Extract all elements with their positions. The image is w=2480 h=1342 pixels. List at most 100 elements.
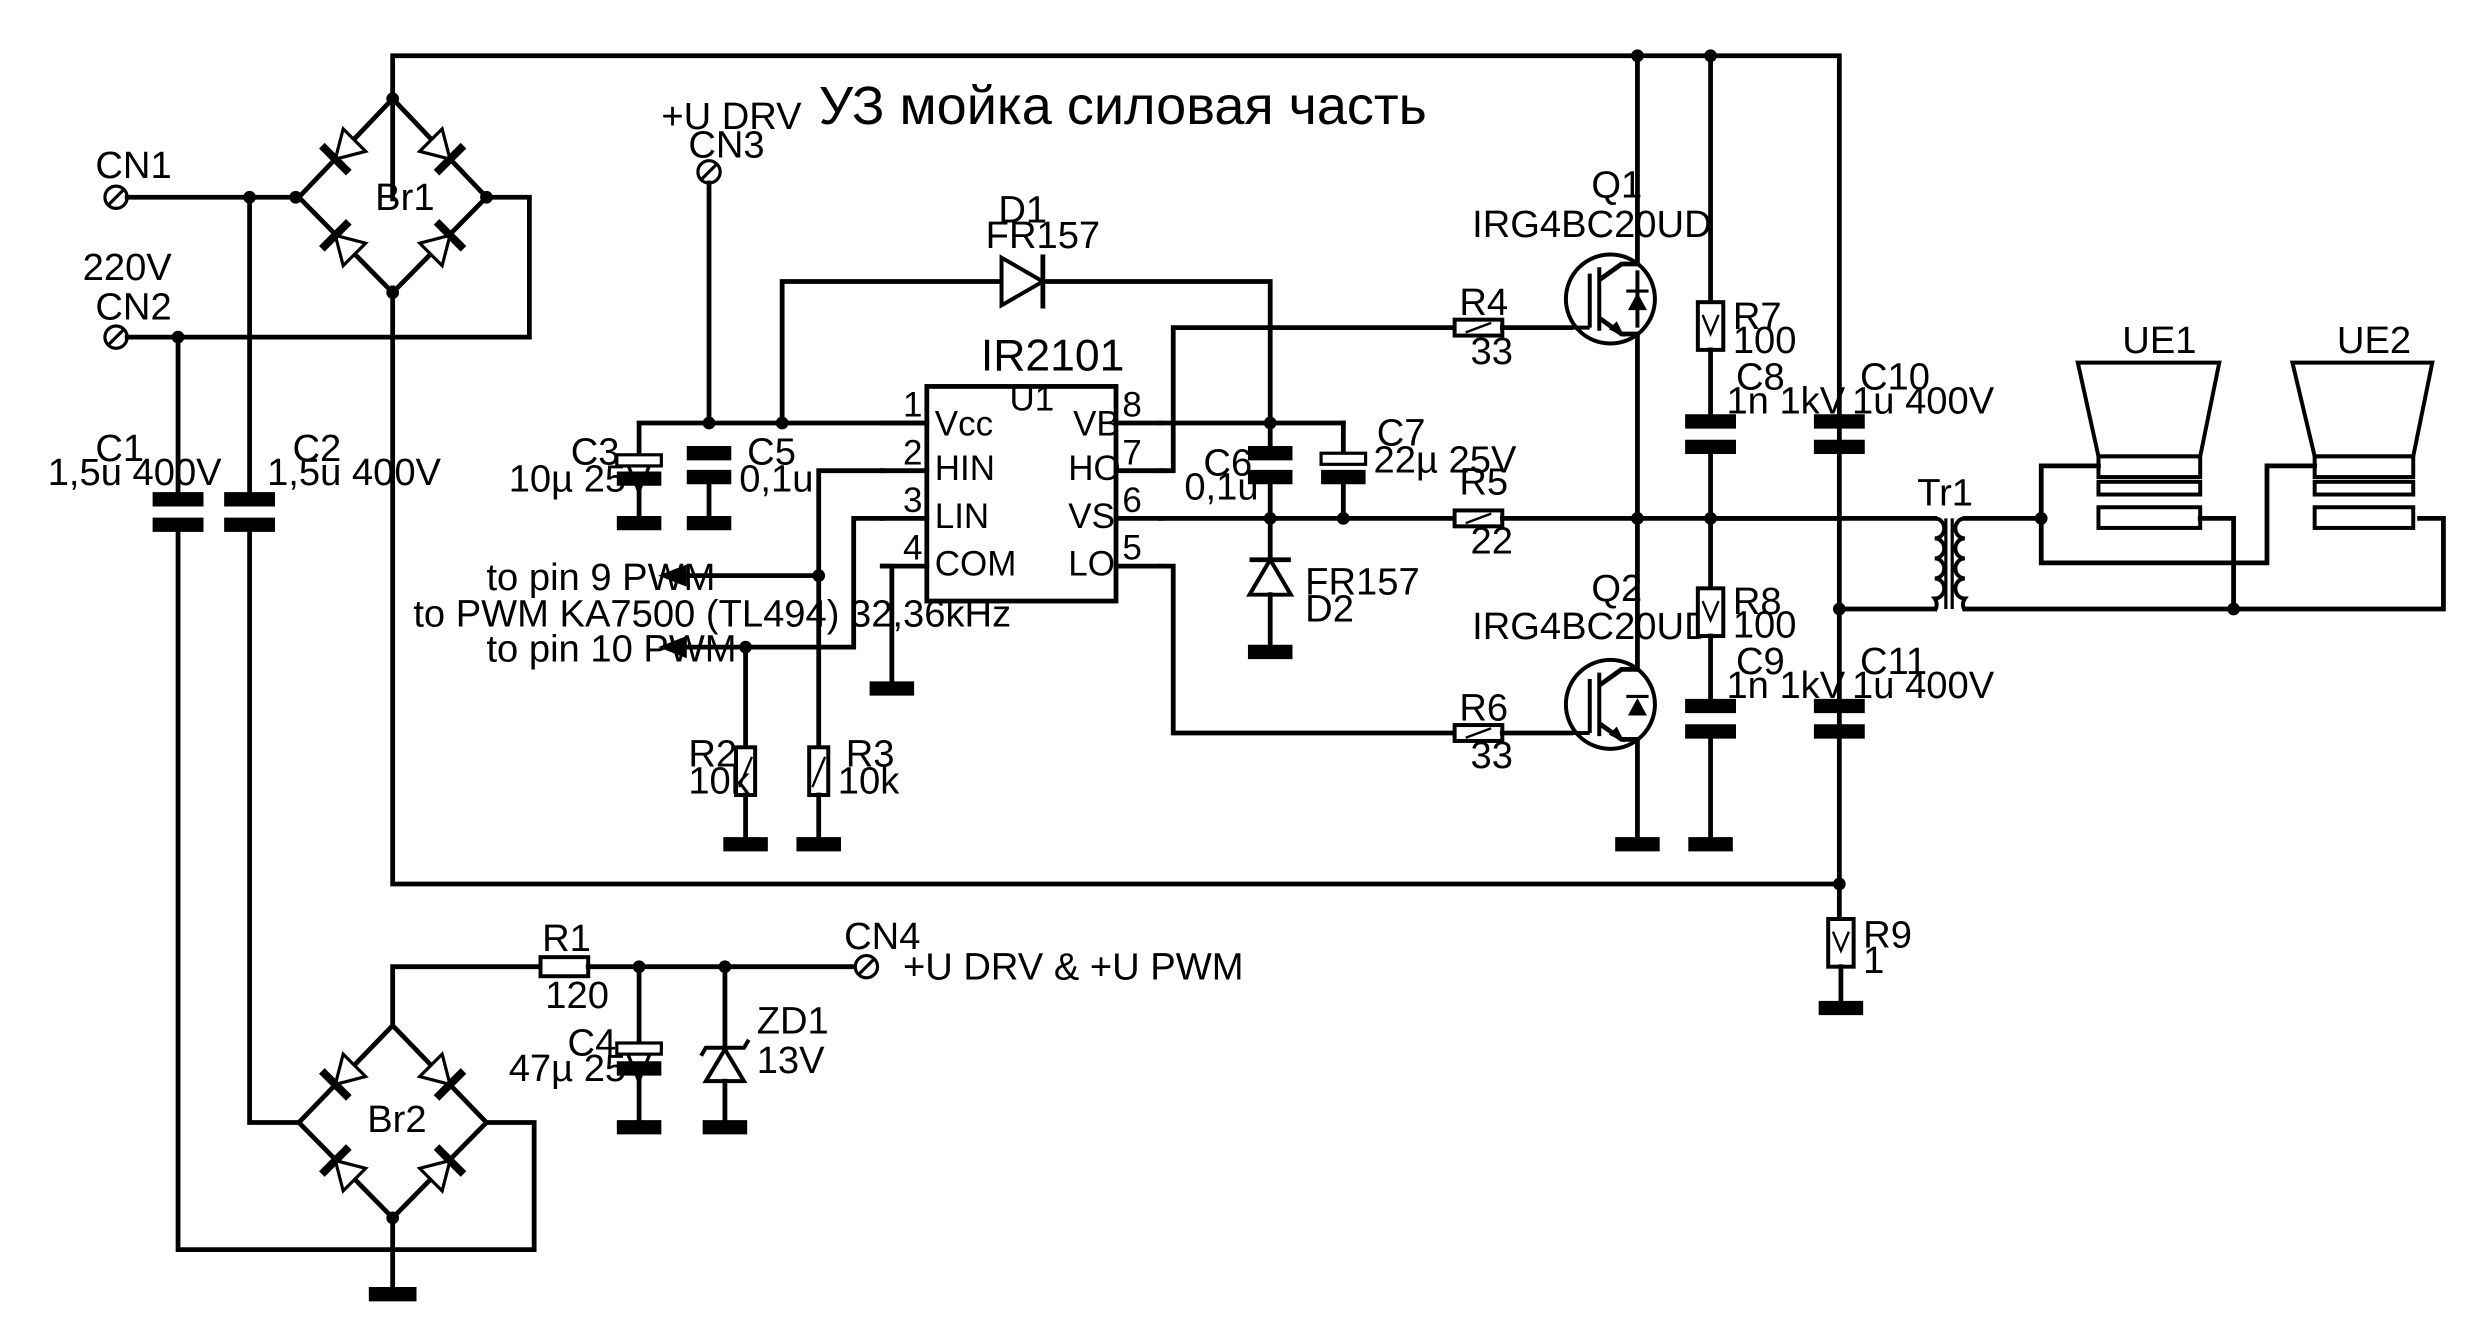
cn2-label: CN2 — [95, 286, 171, 329]
cn1-label: CN1 — [95, 144, 171, 187]
diagram-title: УЗ мойка силовая часть — [819, 76, 1427, 136]
c5-value: 0,1u — [739, 457, 813, 500]
c7-value: 22µ 25V — [1374, 438, 1517, 481]
r5-ref: R5 — [1459, 461, 1508, 504]
c8-value: 1n 1kV — [1726, 379, 1845, 422]
ue1-transducer-icon — [2034, 360, 2236, 566]
ic-pin6-name: VS — [1068, 497, 1115, 536]
br2-diode-icon — [319, 1051, 369, 1101]
bridge-br2 — [295, 953, 880, 1302]
r9-value: 1 — [1863, 939, 1884, 982]
q1-value: IRG4BC20UD — [1472, 203, 1712, 246]
q1-igbt-icon — [1563, 55, 1657, 519]
power-rails — [390, 49, 1846, 922]
d1-ref: D1 — [998, 189, 1047, 232]
d2-ref: D2 — [1305, 588, 1354, 631]
ic-pin1-num: 1 — [903, 386, 922, 425]
pwm-controller-label: to PWM KA7500 (TL494) 32,36kHz — [413, 592, 1011, 635]
c8-ref: C8 — [1736, 356, 1785, 399]
br1-diode-icon — [416, 125, 467, 176]
q2-ref: Q2 — [1591, 567, 1642, 610]
pwm-pin9-label: to pin 9 PWM — [486, 556, 715, 599]
br1-diode-icon — [319, 125, 369, 176]
d1-value: FR157 — [986, 214, 1100, 257]
r1-value: 120 — [545, 974, 609, 1017]
c2-ref: C2 — [293, 427, 342, 470]
cn3-label: CN3 — [688, 124, 764, 167]
ic-pin5-num: 5 — [1122, 529, 1141, 568]
ic-pin6-num: 6 — [1122, 481, 1141, 520]
c9-value: 1n 1kV — [1726, 664, 1845, 707]
c6-ref: C6 — [1203, 441, 1252, 484]
r8-ref: R8 — [1733, 580, 1782, 623]
ic-pin3-name: LIN — [935, 497, 989, 536]
r8-resistor-icon — [1695, 586, 1726, 639]
r8-value: 100 — [1733, 604, 1797, 647]
c3-ref: C3 — [571, 430, 620, 473]
br1-diode-icon — [416, 218, 467, 269]
c5-ref: C5 — [747, 430, 796, 473]
r4-ref: R4 — [1459, 281, 1508, 324]
pwm-inputs — [658, 468, 915, 852]
r7-ref: R7 — [1733, 295, 1782, 338]
ue1-label: UE1 — [2122, 319, 2196, 362]
ic-pin1-name: Vcc — [935, 405, 993, 444]
r5-value: 22 — [1471, 519, 1513, 562]
r3-ref: R3 — [846, 732, 895, 775]
q1-ref: Q1 — [1591, 163, 1642, 206]
br2-diode-icon — [416, 1051, 467, 1101]
ic-pin5-name: LO — [1068, 545, 1115, 584]
br2-diode-icon — [319, 1144, 369, 1194]
ic-pin8-num: 8 — [1122, 386, 1141, 425]
ic-name: IR2101 — [981, 332, 1125, 381]
zd1-zener-icon — [699, 1038, 751, 1084]
c10-ref: C10 — [1860, 356, 1930, 399]
bootstrap-section — [1158, 317, 1640, 743]
r3-value: 10k — [838, 759, 900, 802]
ic-pin2-num: 2 — [903, 433, 922, 472]
ic-ref: U1 — [1009, 379, 1054, 418]
c4-value: 47µ 25V — [509, 1047, 652, 1090]
r4-value: 33 — [1471, 330, 1513, 373]
ue2-label: UE2 — [2337, 319, 2411, 362]
c1-value: 1,5u 400V — [48, 451, 222, 494]
r9-ref: R9 — [1863, 914, 1912, 957]
ic-pin7-num: 7 — [1122, 433, 1141, 472]
ic-pin4-name: COM — [935, 545, 1017, 584]
c7-ref: C7 — [1377, 411, 1426, 454]
ic-pin3-num: 3 — [903, 481, 922, 520]
mains-input: CN1 220V CN2 — [83, 144, 537, 1253]
r7-resistor-icon — [1695, 300, 1726, 352]
c3-capacitor-icon — [615, 453, 663, 468]
c1-ref: C1 — [95, 427, 144, 470]
output-stage — [1631, 53, 1865, 1016]
ic-pin8-name: VB — [1073, 405, 1120, 444]
d2-value: FR157 — [1305, 561, 1419, 604]
r6-value: 33 — [1471, 734, 1513, 777]
tr1-label: Tr1 — [1917, 472, 1973, 515]
br2-label: Br2 — [367, 1098, 426, 1141]
zd1-value: 13V — [757, 1039, 825, 1082]
cn4-net-label: +U DRV & +U PWM — [903, 945, 1244, 988]
c3-value: 10µ 25V — [509, 457, 652, 500]
pwm-pin10-label: to pin 10 PWM — [486, 627, 736, 670]
c2-value: 1,5u 400V — [267, 451, 441, 494]
d1-diode-icon — [999, 254, 1047, 309]
c7-capacitor-icon — [1319, 451, 1368, 466]
ic-pin4-num: 4 — [903, 529, 922, 568]
q2-value: IRG4BC20UD — [1472, 605, 1712, 648]
r7-value: 100 — [1733, 319, 1797, 362]
c6-value: 0,1u — [1184, 465, 1258, 508]
c4-ref: C4 — [568, 1022, 617, 1065]
ue2-transducer-icon — [2227, 360, 2435, 616]
r9-resistor-icon — [1826, 917, 1856, 969]
br1-label: Br1 — [375, 176, 434, 219]
q2-igbt-icon — [1563, 518, 1660, 852]
pwm-pin10-arrow-icon — [658, 636, 687, 659]
r1-ref: R1 — [542, 917, 591, 960]
cn4-label: CN4 — [844, 915, 920, 958]
zd1-ref: ZD1 — [757, 999, 829, 1042]
cn3-net-label: +U DRV — [661, 95, 802, 138]
pwm-pin9-arrow-icon — [658, 564, 687, 587]
